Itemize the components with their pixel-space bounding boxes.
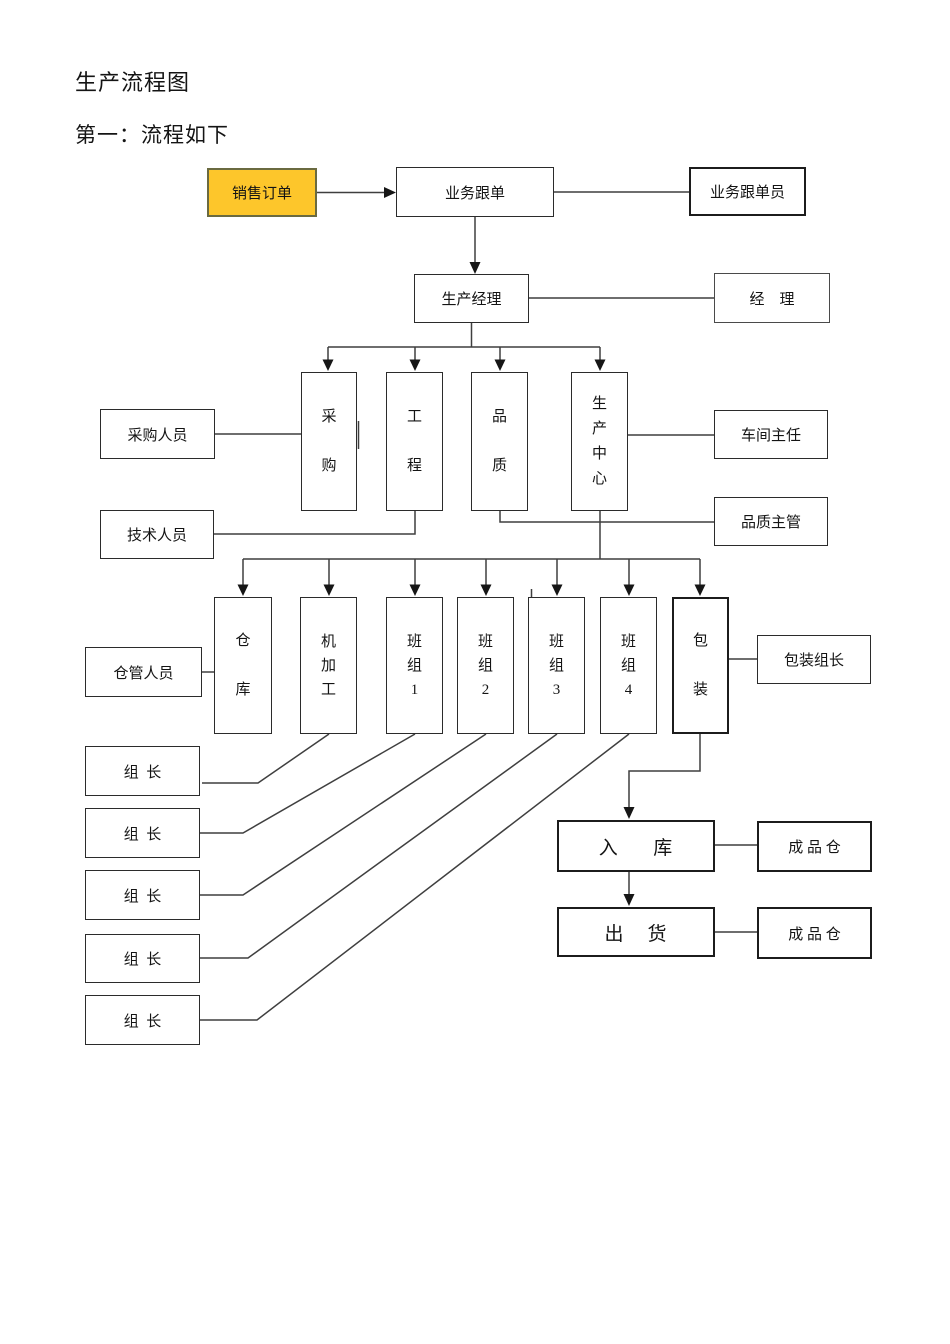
doc-subtitle: 第一：流程如下	[75, 123, 229, 147]
edge-sales-to-follow	[317, 187, 396, 198]
node-warehouse-in: 入 库	[557, 820, 715, 872]
node-team2: 班 组 2	[457, 597, 514, 734]
node-finished-store-1: 成 品 仓	[757, 821, 872, 872]
node-leader2: 组 长	[85, 808, 200, 858]
node-technical-staff: 技术人员	[100, 510, 214, 559]
node-quality: 品 质	[471, 372, 528, 511]
edge-techstaff-to-engineering	[214, 510, 416, 535]
node-leader5: 组 长	[85, 995, 200, 1045]
node-leader3: 组 长	[85, 870, 200, 920]
edge-team4-to-leader5	[200, 733, 630, 1021]
doc-title: 生产流程图	[75, 70, 191, 95]
node-manager: 经 理	[714, 273, 830, 323]
node-order-follower: 业务跟单员	[689, 167, 806, 216]
node-machining: 机 加 工	[300, 597, 357, 734]
node-warehouse: 仓 库	[214, 597, 272, 734]
edge-warehousein-to-shipout	[623, 872, 635, 906]
node-engineering: 工 程	[386, 372, 443, 511]
node-quality-supervisor: 品质主管	[714, 497, 828, 546]
edge-machining-to-leader1	[202, 733, 330, 784]
node-workshop-director: 车间主任	[714, 410, 828, 459]
edge-team1-to-leader2	[200, 733, 416, 834]
node-leader1: 组 长	[85, 746, 200, 796]
edge-follow-to-prodmgr	[469, 217, 481, 274]
edge-prodcenter-to-teams	[237, 510, 706, 596]
node-team3: 班 组 3	[528, 597, 585, 734]
edge-team2-to-leader3	[200, 733, 487, 896]
node-finished-store-2: 成 品 仓	[757, 907, 872, 959]
node-ship-out: 出 货	[557, 907, 715, 957]
node-packing: 包 装	[672, 597, 729, 734]
edge-packing-to-warehousein	[623, 734, 701, 819]
edge-quality-to-qualitysup	[499, 510, 714, 523]
node-team4: 班 组 4	[600, 597, 657, 734]
node-purchasing-staff: 采购人员	[100, 409, 215, 459]
node-production-center: 生 产 中 心	[571, 372, 628, 511]
node-leader4: 组 长	[85, 934, 200, 983]
node-warehouse-staff: 仓管人员	[85, 647, 202, 697]
edge-team3-to-leader4	[200, 733, 558, 959]
node-purchasing: 采 购	[301, 372, 357, 511]
node-team1: 班 组 1	[386, 597, 443, 734]
edge-prodmgr-to-departments	[322, 323, 606, 371]
node-packing-leader: 包装组长	[757, 635, 871, 684]
node-sales-order: 销售订单	[207, 168, 317, 217]
node-production-manager: 生产经理	[414, 274, 529, 323]
node-order-follow: 业务跟单	[396, 167, 554, 217]
